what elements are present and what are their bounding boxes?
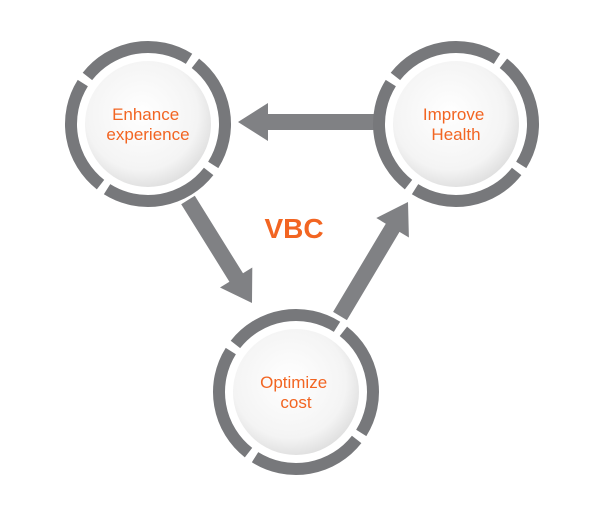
node-ring bbox=[65, 40, 231, 207]
node-disc bbox=[85, 61, 211, 187]
node-label-line-2: cost bbox=[280, 393, 311, 412]
node-disc bbox=[233, 329, 359, 455]
node-label: Improve Health bbox=[423, 105, 489, 144]
node-label-line-2: Health bbox=[431, 125, 480, 144]
center-label-vbc: VBC bbox=[264, 213, 323, 244]
node-improve-health: Improve Health bbox=[373, 41, 539, 207]
arrow-enhance-to-optimize bbox=[181, 195, 253, 303]
arrows-group bbox=[181, 103, 409, 321]
node-optimize-cost: Optimize cost bbox=[213, 309, 379, 475]
node-disc bbox=[393, 61, 519, 187]
arrow-optimize-to-improve bbox=[333, 202, 409, 321]
node-label-line-1: Improve bbox=[423, 105, 484, 124]
node-enhance-experience: Enhance experience bbox=[65, 40, 231, 207]
node-label: Optimize cost bbox=[260, 373, 332, 412]
node-label-line-1: Optimize bbox=[260, 373, 327, 392]
node-label-line-2: experience bbox=[106, 125, 189, 144]
node-label: Enhance experience bbox=[106, 105, 189, 144]
node-ring bbox=[213, 309, 379, 475]
arrow-improve-to-enhance bbox=[238, 103, 378, 141]
node-ring bbox=[373, 41, 539, 207]
node-label-line-1: Enhance bbox=[112, 105, 179, 124]
